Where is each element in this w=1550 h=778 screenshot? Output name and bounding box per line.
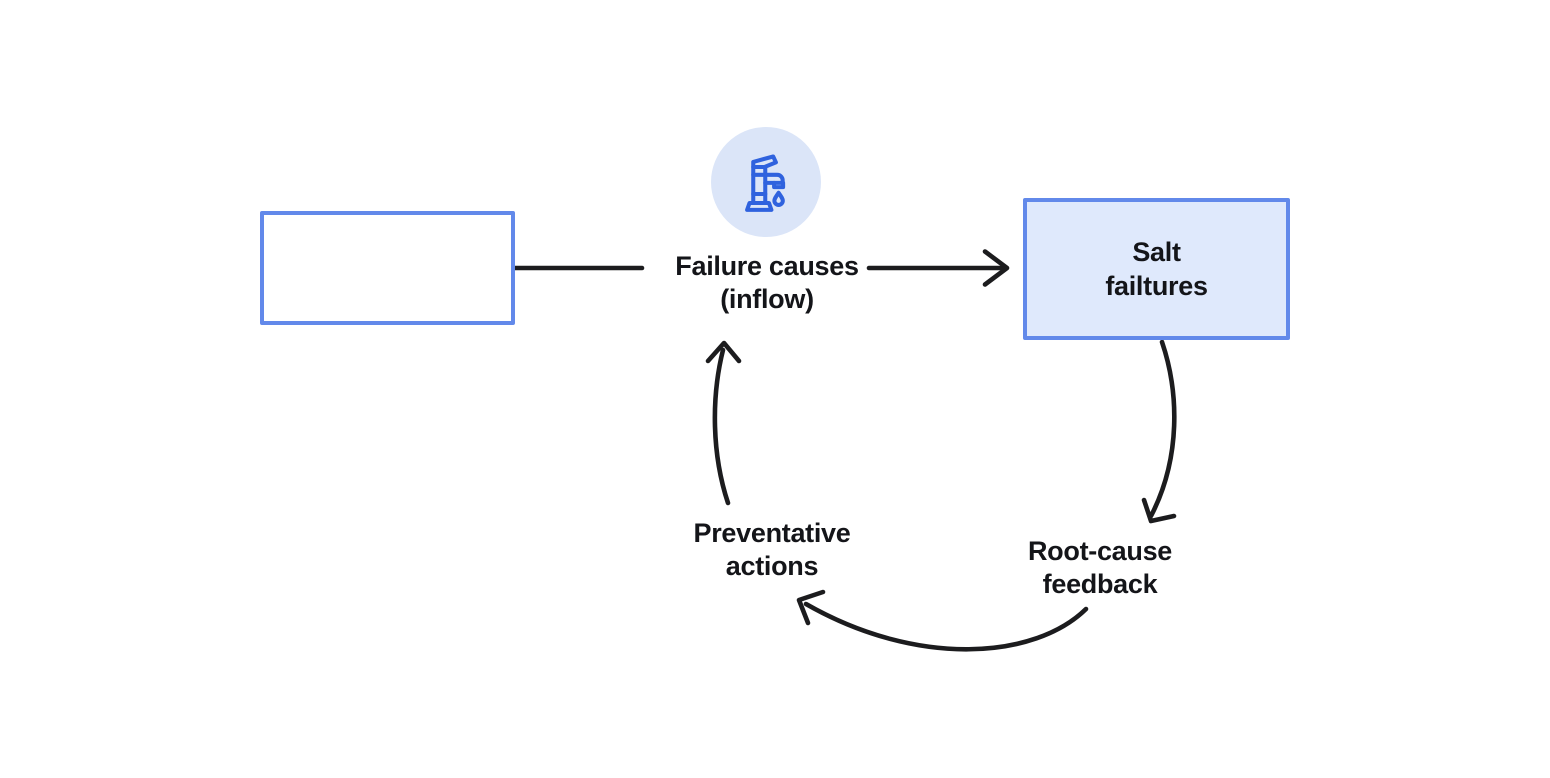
salt-to-rootcause-arrowhead [1141, 497, 1177, 524]
inflow-arrowhead [982, 249, 1010, 287]
root-cause-feedback-label: Root-cause feedback [1027, 536, 1173, 599]
faucet-icon-badge [711, 127, 821, 237]
empty-source-box [260, 211, 515, 325]
preventative-actions-label: Preventative actions [693, 518, 851, 581]
failure-causes-label: Failure causes (inflow) [675, 251, 859, 314]
salt-failures-box: Salt failtures [1023, 198, 1290, 340]
preventative-to-failurecauses-arrowhead [705, 340, 742, 364]
salt-to-rootcause-arrow [1148, 339, 1177, 519]
faucet-icon [745, 154, 786, 212]
salt-failures-label: Salt failtures [1105, 237, 1208, 301]
preventative-to-failurecauses-arrow [712, 347, 731, 506]
rootcause-to-preventative-arrow [803, 601, 1089, 652]
rootcause-to-preventative-arrowhead [796, 589, 826, 626]
